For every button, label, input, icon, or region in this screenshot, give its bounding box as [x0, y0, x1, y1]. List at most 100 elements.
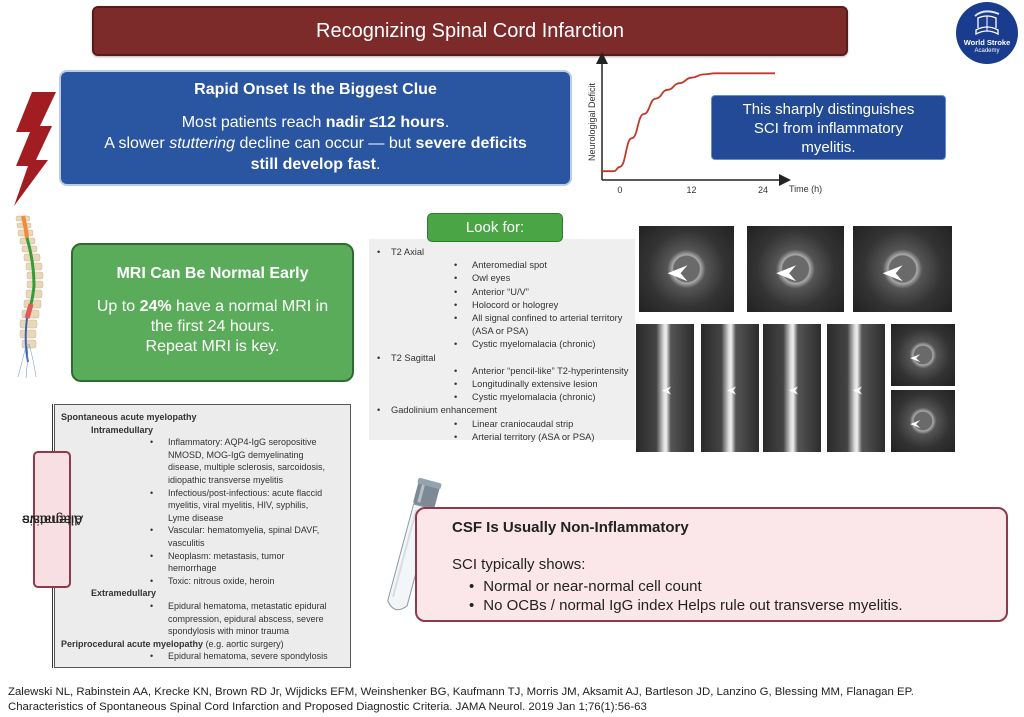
alt-diagnosis-line: disease, multiple sclerosis, sarcoidosis…	[168, 461, 325, 473]
citation-line2: Characteristics of Spontaneous Spinal Co…	[8, 701, 647, 713]
alt-diagnosis-line: •Epidural hematoma, severe spondylosis	[150, 650, 328, 662]
bullet: •	[150, 575, 154, 586]
x-axis-label: Time (h)	[789, 184, 822, 194]
alt-diagnosis-line: Intramedullary	[91, 424, 153, 436]
csf-bullet: No OCBs / normal IgG index Helps rule ou…	[469, 596, 902, 615]
mri-image-grid	[636, 226, 958, 453]
alt-label-line2: diagnosis	[22, 512, 82, 528]
look-for-item-text: Anterior “pencil-like” T2-hyperintensity	[472, 365, 629, 376]
look-for-item-text: Anteromedial spot	[472, 260, 547, 271]
deficit-curve	[602, 72, 775, 173]
look-for-item-text: Cystic myelomalacia (chronic)	[472, 339, 596, 350]
look-for-item-text: Cystic myelomalacia (chronic)	[472, 392, 596, 403]
axial-mri-2	[747, 226, 844, 312]
alt-line-text: Epidural hematoma, metastatic epidural	[168, 601, 327, 611]
look-for-item-text: Gadolinium enhancement	[391, 405, 497, 416]
arrowhead-marker	[853, 386, 863, 395]
sagittal-mri-1	[636, 324, 694, 452]
distinguish-line2: SCI from inflammatory	[753, 120, 904, 137]
axial-mri-1	[639, 226, 734, 312]
alt-line-text: hemorrhage	[168, 563, 217, 574]
alt-diagnosis-line: NMOSD, MOG-IgG demyelinating	[168, 449, 304, 461]
look-for-item-text: Owl eyes	[472, 273, 511, 284]
bullet: •	[150, 525, 154, 536]
bullet: •	[454, 365, 458, 376]
mri-line1-bold: 24%	[139, 298, 172, 315]
page-title: Recognizing Spinal Cord Infarction	[92, 6, 848, 56]
alt-line-text: Neoplasm: metastasis, tumor	[168, 550, 285, 561]
rapid-line2-pre: A slower	[104, 135, 170, 152]
alt-diagnosis-line: •Epidural hematoma, metastatic epidural	[150, 600, 327, 612]
distinguish-line1: This sharply distinguishes	[742, 101, 915, 118]
look-for-item-text: Linear craniocaudal strip	[472, 418, 574, 429]
alt-diagnosis-line: • Vascular: hematomyelia, spinal DAVF,	[150, 524, 320, 536]
arrowhead-marker	[776, 265, 797, 282]
rapid-line2-bold: severe deficits	[415, 135, 527, 152]
look-for-tab: Look for:	[427, 213, 563, 242]
csf-heading: CSF Is Usually Non-Inflammatory	[452, 519, 689, 536]
mri-line1-pre: Up to	[96, 298, 140, 315]
rapid-line3-bold: still develop fast	[250, 156, 376, 173]
alt-line-text: Toxic: nitrous oxide, heroin	[168, 575, 275, 586]
rapid-onset-body: Most patients reach nadir ≤12 hours. A s…	[61, 112, 570, 175]
y-axis-label: Neurologigal Deficit	[587, 82, 597, 161]
alt-diagnosis-line: spondylosis with minor trauma	[168, 625, 289, 637]
alt-diagnosis-line: •Infectious/post-infectious: acute flacc…	[150, 487, 323, 499]
alt-line-text: Epidural hematoma, severe spondylosis	[168, 651, 328, 662]
alt-diagnosis-line: Periprocedural acute myelopathy (e.g. ao…	[61, 638, 284, 650]
citation: Zalewski NL, Rabinstein AA, Krecke KN, B…	[8, 685, 914, 715]
arrowhead-marker	[910, 354, 921, 363]
rapid-line2-italic: stuttering	[169, 135, 235, 152]
csf-bullets: Normal or near-normal cell count No OCBs…	[469, 577, 903, 615]
bullet: •	[454, 313, 458, 323]
sagittal-mri-2	[701, 324, 759, 452]
logo-line1: World Stroke	[963, 38, 1011, 47]
sagittal-mri-3	[763, 324, 821, 452]
spinal-cord-icon	[15, 215, 44, 379]
csf-bullet: Normal or near-normal cell count	[469, 577, 903, 596]
alt-line-text: NMOSD, MOG-IgG demyelinating	[168, 449, 304, 460]
alt-diagnosis-line: idiopathic transverse myelitis	[168, 474, 283, 486]
rapid-onset-box: Rapid Onset Is the Biggest Clue Most pat…	[59, 70, 572, 186]
mri-normal-box: MRI Can Be Normal Early Up to 24% have a…	[71, 243, 354, 382]
look-for-item-text: (ASA or PSA)	[472, 326, 529, 337]
rapid-line3-post: .	[375, 156, 381, 173]
alt-bold-part: Periprocedural acute myelopathy	[61, 638, 204, 649]
alt-diagnosis-line: hemorrhage	[168, 562, 217, 574]
alt-line-text: Lyme disease	[168, 512, 224, 523]
alt-line-text: vasculitis	[168, 538, 205, 548]
alt-diagnosis-line: •Neoplasm: metastasis, tumor	[150, 550, 285, 562]
alt-diagnosis-line: Spontaneous acute myelopathy	[61, 411, 197, 423]
arrowhead-marker	[789, 386, 799, 395]
lightning-bolt-icon	[14, 92, 56, 206]
page-title-text: Recognizing Spinal Cord Infarction	[316, 19, 624, 42]
look-for-label: Look for:	[465, 219, 525, 236]
alt-line-text: disease, multiple sclerosis, sarcoidosis…	[168, 462, 326, 473]
look-for-item-text: Anterior “U/V”	[472, 286, 529, 297]
arrowhead-marker	[662, 386, 672, 395]
logo-line2: Academy	[974, 48, 1000, 54]
alt-diagnosis-line: compression, epidural abscess, severe	[168, 613, 324, 625]
sagittal-mri-4	[827, 324, 885, 452]
arrowhead-marker	[667, 265, 688, 282]
rapid-onset-heading: Rapid Onset Is the Biggest Clue	[194, 81, 437, 98]
look-for-item-text: Arterial territory (ASA or PSA)	[472, 431, 595, 442]
bullet: •	[454, 392, 458, 403]
arrowhead-marker	[882, 265, 903, 282]
bullet: •	[454, 299, 458, 310]
alt-line-text: Infectious/post-infectious: acute flacci…	[168, 487, 323, 498]
rapid-line1-bold: nadir ≤12 hours	[325, 114, 445, 131]
rapid-line1-post: .	[444, 114, 450, 131]
axial-mri-3	[853, 226, 952, 312]
bullet: •	[377, 247, 381, 257]
bullet: •	[377, 405, 381, 416]
bullet: •	[454, 339, 458, 350]
alt-diagnosis-line: • Toxic: nitrous oxide, heroin	[150, 575, 275, 587]
alt-line-text: Vascular: hematomyelia, spinal DAVF,	[168, 525, 320, 536]
world-stroke-academy-logo: World Stroke Academy	[956, 2, 1018, 64]
mri-line1-post: have a normal MRI in	[171, 298, 329, 315]
bullet: •	[150, 437, 154, 448]
x-tick-label: 12	[686, 185, 696, 195]
look-for-item-text: Longitudinally extensive lesion	[472, 379, 598, 389]
